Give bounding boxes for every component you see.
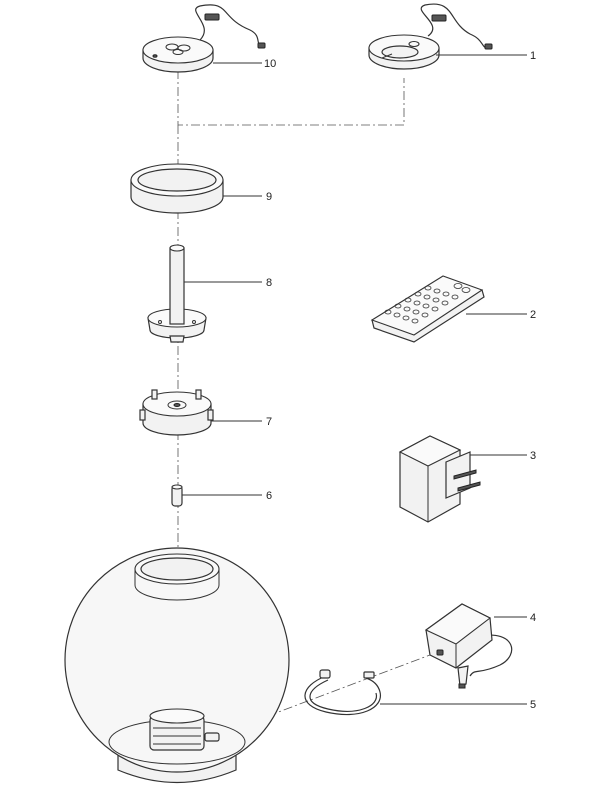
part-7-filter-housing bbox=[139, 389, 214, 436]
part-9-top-ring bbox=[130, 163, 224, 214]
callout-10: 10 bbox=[264, 58, 276, 70]
part-6-connector bbox=[171, 484, 183, 507]
callout-8: 8 bbox=[266, 277, 272, 289]
part-10-led-lid bbox=[142, 4, 266, 73]
callout-7: 7 bbox=[266, 416, 272, 428]
callout-2: 2 bbox=[530, 309, 536, 321]
aquarium-sphere bbox=[64, 547, 290, 784]
part-2-remote-control bbox=[370, 275, 485, 343]
part-8-filter-tube bbox=[147, 244, 207, 343]
callout-4: 4 bbox=[530, 612, 536, 624]
callout-6: 6 bbox=[266, 490, 272, 502]
part-3-power-adapter bbox=[398, 435, 481, 523]
leader-lines bbox=[182, 54, 527, 705]
callout-1: 1 bbox=[530, 50, 536, 62]
part-5-air-tube bbox=[304, 669, 381, 716]
callout-3: 3 bbox=[530, 450, 536, 462]
part-1-led-ring bbox=[368, 3, 493, 70]
part-4-air-pump bbox=[424, 603, 513, 689]
callout-9: 9 bbox=[266, 191, 272, 203]
callout-5: 5 bbox=[530, 699, 536, 711]
